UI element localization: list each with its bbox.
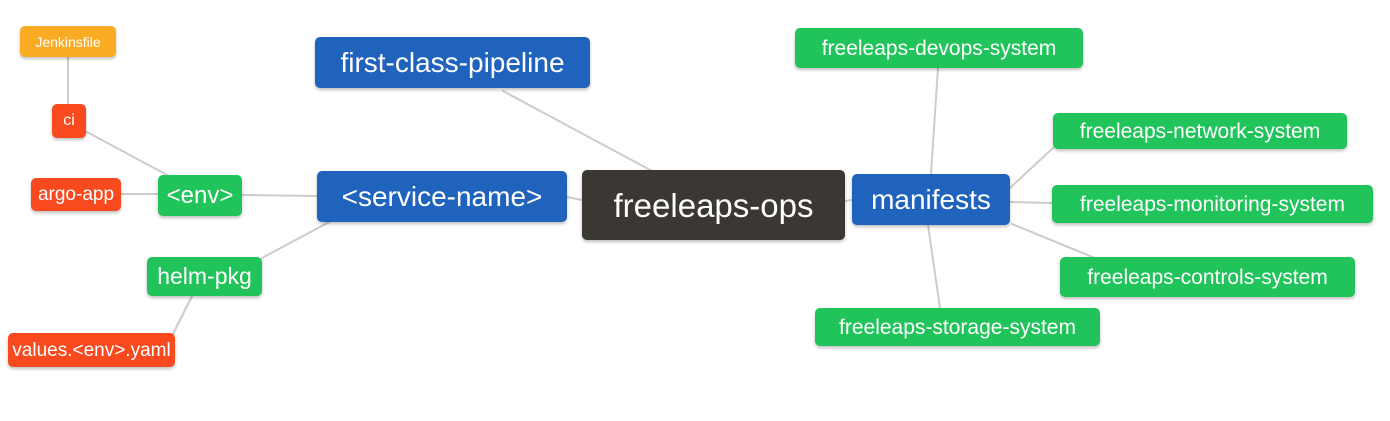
node-freeleaps-network-system[interactable]: freeleaps-network-system xyxy=(1053,113,1347,149)
node-freeleaps-ops[interactable]: freeleaps-ops xyxy=(582,170,845,240)
node-freeleaps-devops-system[interactable]: freeleaps-devops-system xyxy=(795,28,1083,68)
edge-pipeline-ops xyxy=(502,90,653,172)
edge-env-servicename xyxy=(241,194,318,197)
edge-devops-manifests xyxy=(930,67,939,175)
edge-manifests-network xyxy=(1009,147,1054,189)
node-service-name[interactable]: <service-name> xyxy=(317,171,567,222)
edge-servicename-ops xyxy=(566,196,583,201)
edge-manifests-storage xyxy=(927,224,941,309)
edge-helmpkg-servicename xyxy=(261,220,332,259)
edge-manifests-controls xyxy=(1011,223,1096,259)
node-values-env-yaml[interactable]: values.<env>.yaml xyxy=(8,333,175,367)
node-env[interactable]: <env> xyxy=(158,175,242,216)
node-manifests[interactable]: manifests xyxy=(852,174,1010,225)
edge-ops-manifests xyxy=(844,199,853,202)
node-freeleaps-storage-system[interactable]: freeleaps-storage-system xyxy=(815,308,1100,346)
node-ci[interactable]: ci xyxy=(52,104,86,138)
edge-values-helmpkg xyxy=(172,295,193,335)
node-jenkinsfile[interactable]: Jenkinsfile xyxy=(20,26,116,57)
node-helm-pkg[interactable]: helm-pkg xyxy=(147,257,262,296)
node-argo-app[interactable]: argo-app xyxy=(31,178,121,211)
edge-ci-env xyxy=(84,130,172,178)
node-first-class-pipeline[interactable]: first-class-pipeline xyxy=(315,37,590,88)
node-freeleaps-controls-system[interactable]: freeleaps-controls-system xyxy=(1060,257,1355,297)
node-freeleaps-monitoring-system[interactable]: freeleaps-monitoring-system xyxy=(1052,185,1373,223)
edge-manifests-monitoring xyxy=(1009,201,1053,204)
